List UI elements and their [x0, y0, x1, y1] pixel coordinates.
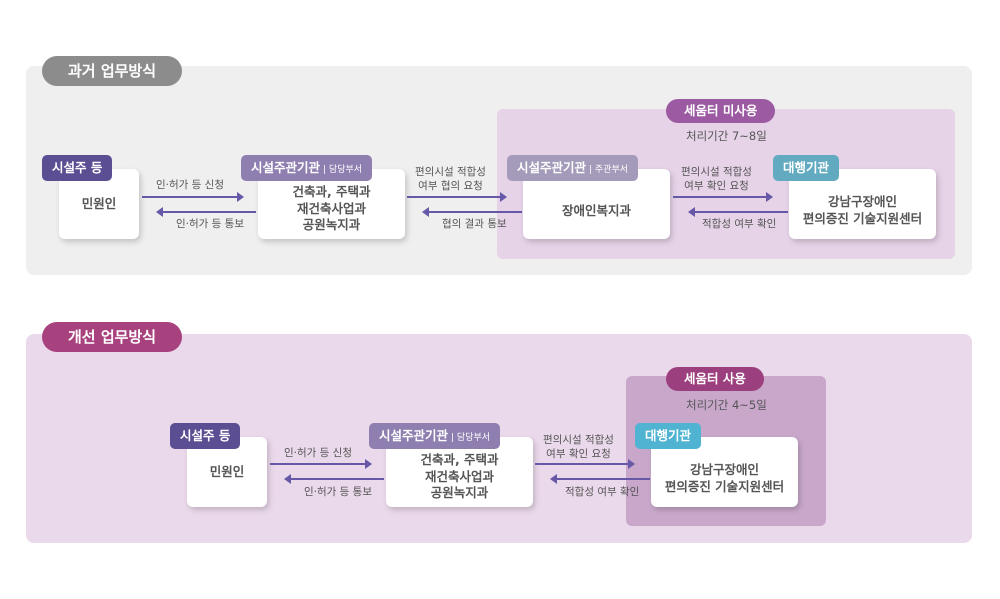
- improved-processing-period: 처리기간 4~5일: [686, 398, 767, 412]
- past-arrow3-top-line: 편의시설 적합성: [681, 166, 752, 178]
- past-arrow3-top-label: 편의시설 적합성 여부 확인 요청: [681, 166, 752, 193]
- improved-arrow1-left: [284, 474, 384, 484]
- past-arrow2-top-line: 편의시설 적합성: [415, 166, 486, 178]
- past-agency-line: 강남구장애인: [827, 194, 897, 210]
- improved-arrow1-top-label: 인·허가 등 신청: [284, 447, 352, 459]
- improved-applicant-label: 민원인: [209, 463, 245, 479]
- past-agency-tag: 대행기관: [773, 155, 840, 181]
- past-jurisdiction-tag: 시설주관기관| 주관부서: [507, 155, 639, 181]
- improved-facility-line: 건축과, 주택과: [420, 451, 499, 467]
- past-arrow2-bottom-label: 협의 결과 통보: [442, 218, 507, 230]
- improved-arrow2-top-line: 편의시설 적합성: [543, 434, 614, 446]
- past-facility-line: 건축과, 주택과: [292, 183, 371, 199]
- past-facility-tag: 시설주관기관| 담당부서: [241, 155, 373, 181]
- past-jurisdiction-tag-sub: | 주관부서: [589, 165, 629, 175]
- improved-facility-line: 재건축사업과: [424, 468, 494, 484]
- past-arrow2-right: [407, 192, 507, 202]
- past-arrow3-bottom-label: 적합성 여부 확인: [702, 218, 777, 230]
- improved-agency-tag: 대행기관: [635, 423, 702, 449]
- past-facility-tag-sub: | 담당부서: [323, 165, 363, 175]
- past-facility-line: 재건축사업과: [296, 200, 366, 216]
- past-facility-line: 공원녹지과: [302, 217, 361, 233]
- past-applicant-label: 민원인: [81, 195, 117, 211]
- improved-arrow2-bottom-label: 적합성 여부 확인: [565, 486, 640, 498]
- improved-arrow1-bottom-label: 인·허가 등 통보: [304, 486, 372, 498]
- past-facility-tag-label: 시설주관기관: [251, 160, 321, 175]
- improved-facility-box: 건축과, 주택과 재건축사업과 공원녹지과: [386, 437, 533, 507]
- past-arrow1-top-label: 인·허가 등 신청: [156, 179, 224, 191]
- past-arrow1-right: [142, 192, 244, 202]
- past-arrow2-top-label: 편의시설 적합성 여부 협의 요청: [415, 166, 486, 193]
- past-seumteo-title: 세움터 미사용: [666, 99, 776, 123]
- past-arrow3-top-line: 여부 확인 요청: [684, 179, 749, 192]
- improved-arrow2-top-label: 편의시설 적합성 여부 확인 요청: [543, 434, 614, 461]
- past-arrow1-left: [156, 207, 256, 217]
- past-arrow3-left: [688, 207, 788, 217]
- improved-applicant-tag: 시설주 등: [170, 423, 241, 449]
- past-arrow3-right: [673, 192, 773, 202]
- past-arrow1-bottom-label: 인·허가 등 통보: [176, 218, 244, 230]
- improved-arrow2-right: [535, 459, 635, 469]
- improved-facility-tag: 시설주관기관| 담당부서: [369, 423, 501, 449]
- improved-agency-line: 강남구장애인: [689, 462, 759, 478]
- improved-agency-line: 편의증진 기술지원센터: [664, 479, 785, 494]
- past-agency-line: 편의증진 기술지원센터: [802, 211, 923, 226]
- past-process-title: 과거 업무방식: [42, 56, 183, 86]
- improved-arrow2-top-line: 여부 확인 요청: [546, 447, 611, 460]
- improved-arrow2-left: [550, 474, 650, 484]
- past-applicant-tag: 시설주 등: [42, 155, 113, 181]
- past-processing-period: 처리기간 7~8일: [686, 129, 767, 143]
- improved-process-title: 개선 업무방식: [42, 322, 183, 352]
- improved-facility-tag-label: 시설주관기관: [379, 428, 449, 443]
- past-jurisdiction-tag-label: 시설주관기관: [517, 160, 587, 175]
- past-jurisdiction-label: 장애인복지과: [561, 202, 631, 218]
- past-arrow2-left: [422, 207, 522, 217]
- improved-seumteo-title: 세움터 사용: [666, 367, 764, 391]
- improved-facility-tag-sub: | 담당부서: [451, 433, 491, 443]
- past-arrow2-top-line: 여부 협의 요청: [418, 179, 483, 192]
- improved-arrow1-right: [270, 459, 372, 469]
- improved-facility-line: 공원녹지과: [430, 485, 489, 501]
